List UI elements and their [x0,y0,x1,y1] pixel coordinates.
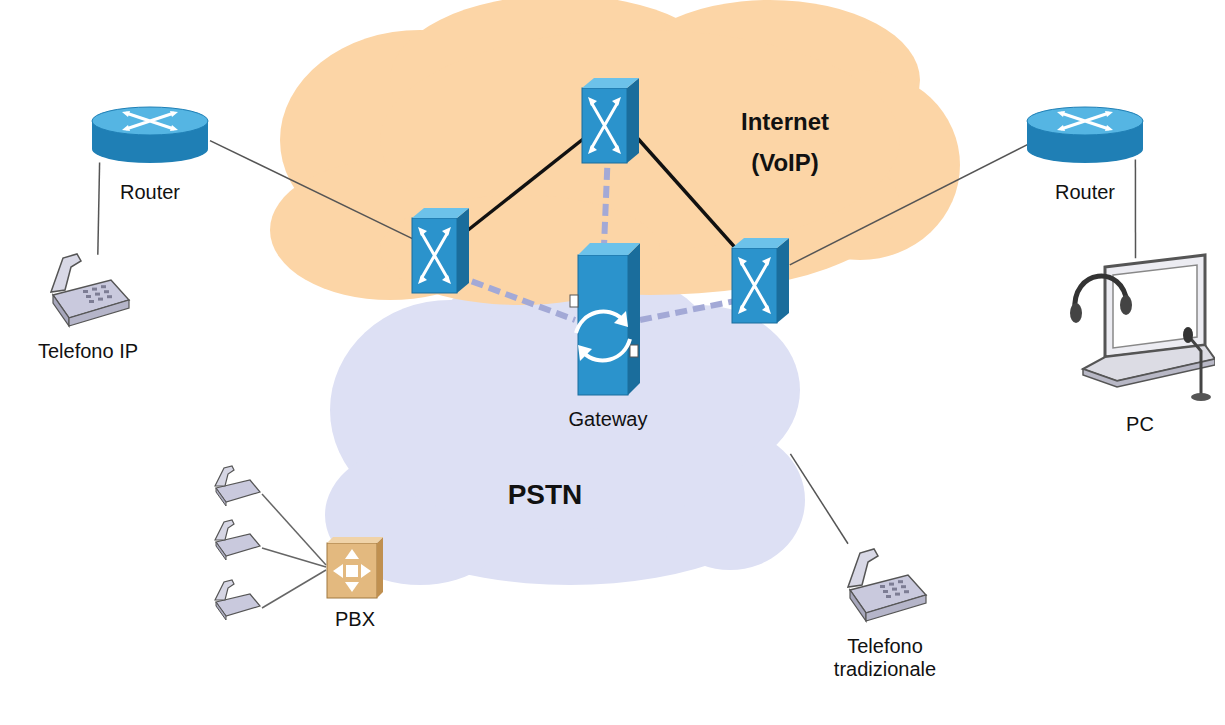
phone-key [92,288,97,291]
phone-key [98,298,103,301]
ip-phone: Telefono IP [34,240,143,363]
node-label: Internet (VoIP) [725,102,845,184]
router-top [1027,107,1143,135]
pbx-arrow [361,564,371,578]
node-label: PBX [335,608,375,631]
phone-wire [262,548,326,567]
node-label: PC [1126,413,1154,436]
router-top [92,107,208,135]
phone-front [850,590,866,621]
pbx-arrow [345,582,359,592]
phone-side [866,595,926,621]
router-arrowhead [1105,125,1113,131]
network-switch [732,238,789,323]
phone-key [880,585,885,588]
ip-phone-shape [43,240,133,330]
router-arrows [126,113,174,129]
router: Router [1025,105,1145,204]
pbx-phone [215,466,260,506]
phone-handset [848,549,878,587]
node-label: PSTN [485,478,605,512]
gateway-arrowhead [614,311,628,327]
gateway-shape [568,235,648,400]
traditional-phone: Telefono tradizionale [811,535,959,681]
router-shape [90,105,210,167]
router-arrowhead [122,111,130,117]
node-label: Gateway [569,408,648,431]
laptop-screen [1105,255,1205,357]
phone-handset [51,254,81,292]
node-label: Telefono tradizionale [815,635,955,681]
pstn-cloud-shape [320,260,810,600]
laptop-base [1083,359,1215,387]
phone-key [904,590,909,593]
phone-key [104,290,109,293]
pstn-cloud: PSTN [320,260,810,600]
pbx-phone [215,580,260,620]
phone-key [101,285,106,288]
pbx-phone [215,520,260,560]
traditional-phone-shape [840,535,930,625]
phone-key [89,300,94,303]
network-cable [1135,159,1137,258]
node-label: Router [1055,181,1115,204]
gateway-front [578,255,628,395]
headset-earcup [1120,295,1132,315]
phone-side [69,300,129,326]
network-cable [98,162,100,254]
phone-front [53,295,69,326]
router-arrows [1061,113,1109,129]
router-arrowhead [1105,111,1113,117]
pc-laptop-shape [1065,245,1215,405]
headset-band [1075,276,1127,311]
mic-head [1183,327,1193,343]
mic-stand [1191,339,1201,395]
router-arrowhead [122,125,130,131]
pbx: PBX [325,535,385,631]
laptop-display [1113,265,1197,348]
gateway: Gateway [565,235,652,431]
phone-key [895,593,900,596]
pbx-front [327,543,377,598]
headset-earcup [1070,303,1082,323]
cloud-puff [360,310,760,530]
pbx-top [327,537,383,543]
pbx-arrow [345,549,359,559]
phone-key [83,290,88,293]
phone-key [107,295,112,298]
pbx-side [377,537,383,598]
phone-key [886,595,891,598]
router-arrowhead [170,125,178,131]
phone-key [95,293,100,296]
cloud-puff [380,30,900,250]
pc-laptop: PC [1065,245,1215,436]
pbx-arrow [333,564,343,578]
router-shape [1025,105,1145,167]
phone-key [892,588,897,591]
phone-wire [262,570,326,608]
pbx-core [346,565,358,577]
node-label: Router [120,181,180,204]
phone-key [889,583,894,586]
router: Router [90,105,210,204]
router-arrowhead [1057,125,1065,131]
gateway-port [630,345,638,357]
gateway-arrowhead [578,345,592,361]
phone-wire [262,494,326,565]
node-label: Telefono IP [38,340,138,363]
network-switch [412,208,469,293]
phone-key [86,295,91,298]
phone-key [883,590,888,593]
router-arrowhead [1057,111,1065,117]
phone-key [901,585,906,588]
gateway-port [570,295,578,307]
gateway-top [578,243,640,255]
pbx-shape [325,535,385,600]
router-arrowhead [170,111,178,117]
gateway-side [628,243,640,395]
phone-key [898,580,903,583]
network-switch [582,78,639,163]
mic-base [1191,393,1211,401]
